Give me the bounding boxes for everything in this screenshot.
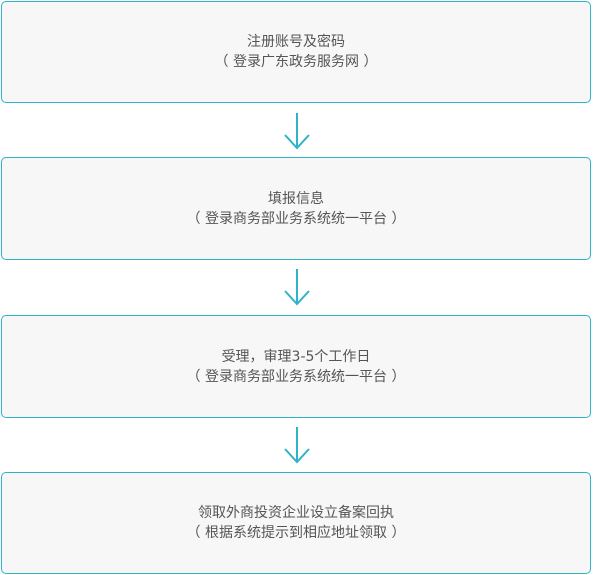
step-subtitle: （ 登录广东政务服务网 ） — [214, 54, 378, 70]
step-collect-receipt: 领取外商投资企业设立备案回执 （ 根据系统提示到相应地址领取 ） — [1, 472, 591, 574]
step-title: 注册账号及密码 — [247, 34, 345, 50]
step-register-account: 注册账号及密码 （ 登录广东政务服务网 ） — [1, 1, 591, 103]
step-review: 受理，审理3-5个工作日 （ 登录商务部业务系统统一平台 ） — [1, 315, 591, 418]
step-subtitle: （ 根据系统提示到相应地址领取 ） — [186, 525, 406, 541]
step-title: 受理，审理3-5个工作日 — [221, 348, 371, 365]
arrow-down-icon — [284, 269, 310, 306]
step-subtitle: （ 登录商务部业务系统统一平台 ） — [186, 210, 406, 227]
step-title: 填报信息 — [268, 190, 324, 207]
step-subtitle: （ 登录商务部业务系统统一平台 ） — [186, 368, 406, 385]
step-fill-info: 填报信息 （ 登录商务部业务系统统一平台 ） — [1, 157, 591, 260]
step-title: 领取外商投资企业设立备案回执 — [198, 505, 394, 521]
arrow-down-icon — [284, 427, 310, 464]
arrow-down-icon — [284, 113, 310, 150]
